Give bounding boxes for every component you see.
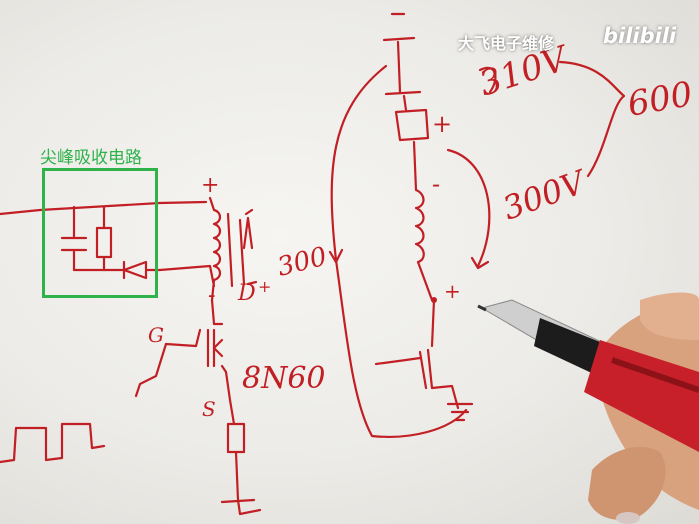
pen-barrel (584, 340, 699, 452)
hand-thumb (640, 292, 699, 340)
loop-arrow (328, 248, 344, 264)
node-plus: + (444, 279, 461, 303)
right-winding (412, 140, 434, 302)
pen-and-hand (477, 292, 699, 520)
label-300: 300 (274, 242, 329, 283)
pen-grip-band (534, 318, 610, 376)
input-wire (0, 200, 208, 216)
label-600: 600 (625, 74, 696, 125)
hand-finger (588, 446, 666, 520)
bilibili-logo: bilibili (603, 24, 677, 48)
transformer-plus: + (201, 173, 219, 198)
supply-symbol (382, 12, 422, 96)
snubber-resistor (95, 205, 113, 272)
primary-minus: - (432, 170, 440, 198)
gate-drive-wire (134, 328, 202, 398)
drain-plus: + (258, 277, 271, 296)
source-label: S (202, 397, 216, 421)
loop-arrow-right (470, 256, 490, 270)
transformer-minus: - (208, 283, 215, 308)
mosfet-symbol (206, 298, 232, 402)
gate-label: G (148, 323, 164, 347)
pen-point (477, 304, 487, 312)
channel-watermark: 大飞电子维修 (458, 34, 555, 53)
primary-plus: + (432, 110, 452, 138)
right-mosfet (374, 298, 460, 410)
primary-block (394, 94, 430, 142)
drain-label: D (237, 281, 256, 306)
mosfet-model: 8N60 (242, 361, 326, 396)
snubber-diode (72, 260, 162, 280)
transformer-winding (208, 196, 222, 302)
arrow-up-mark (242, 216, 254, 250)
pwm-waveform (0, 422, 106, 464)
snubber-capacitor (60, 205, 88, 272)
voltage-loop-left (330, 64, 468, 438)
snubber-return-wire (158, 264, 216, 288)
left-schematic: + - D + G S 8N60 (0, 173, 326, 516)
label-300v: 300V (498, 162, 593, 227)
transformer-core (226, 212, 246, 288)
secondary-marks (244, 208, 258, 286)
pen-barrel-shade (611, 357, 699, 393)
snubber-caption: 尖峰吸收电路 (40, 148, 142, 168)
sum-bracket (558, 60, 626, 178)
snubber-highlight-box (42, 168, 158, 298)
top-label-bracket (478, 66, 497, 94)
source-resistor-ground (220, 398, 262, 516)
voltage-loop-right (446, 148, 491, 268)
corner-logo-mark (616, 512, 640, 524)
